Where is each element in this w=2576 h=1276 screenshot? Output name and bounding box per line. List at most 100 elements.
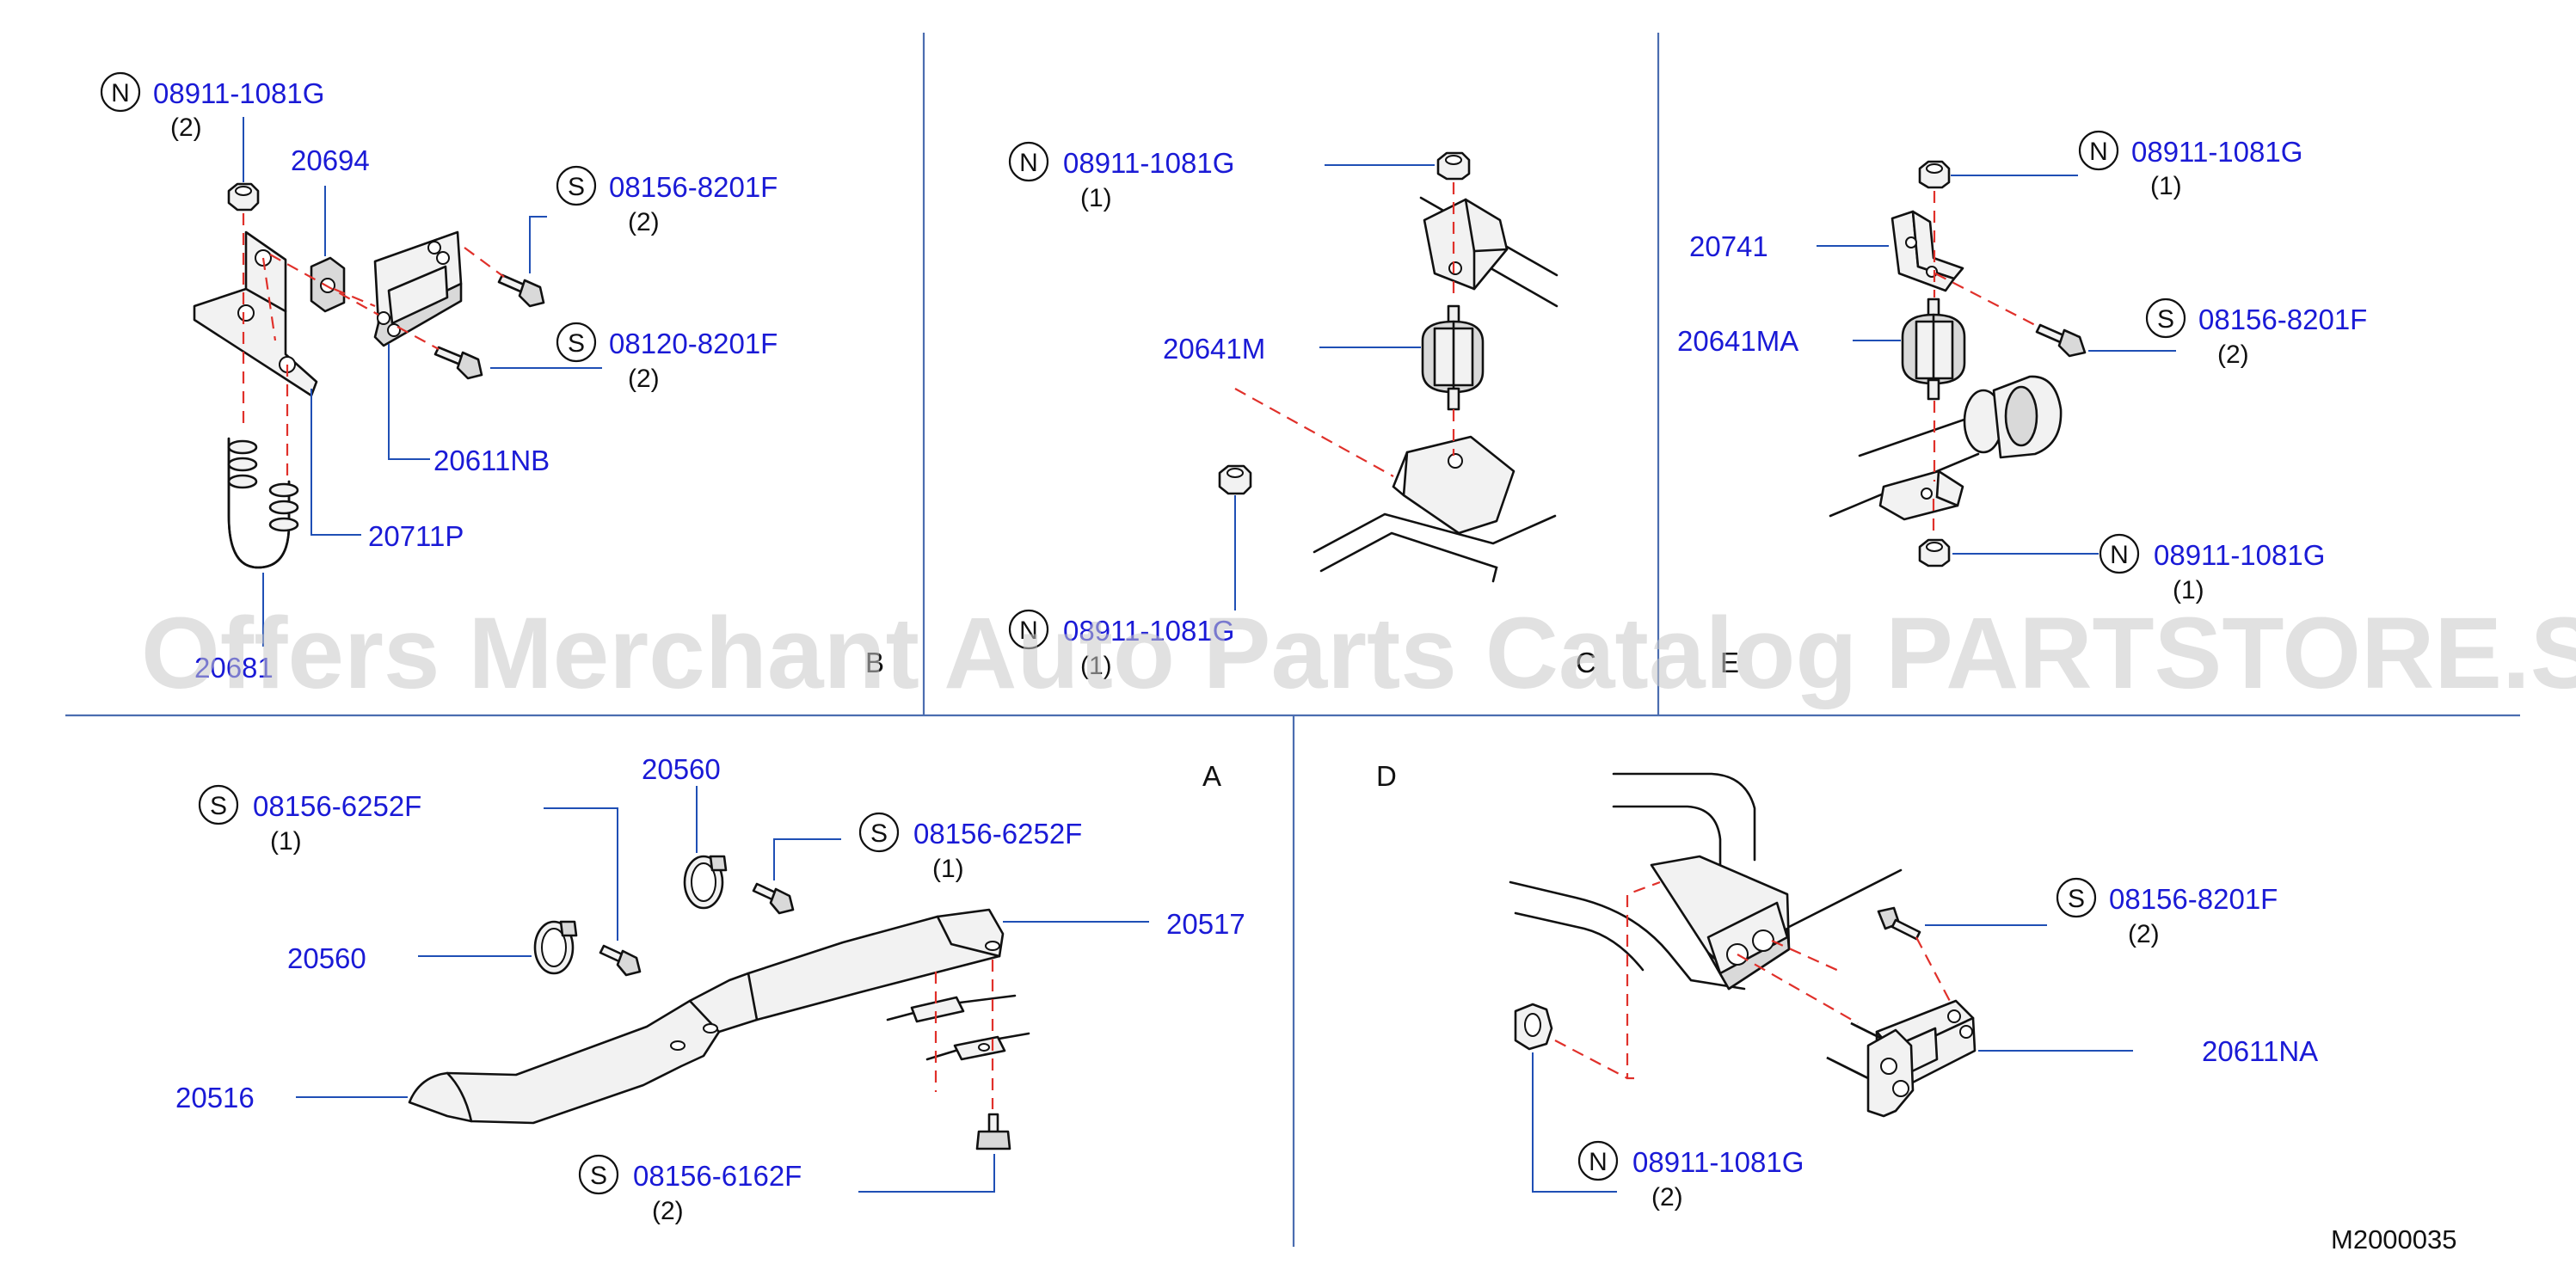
section-c-upper-bracket-icon [1423, 198, 1509, 291]
part-number: 08911-1081G [1632, 1146, 1804, 1178]
callout-b-20681: 20681 [194, 573, 274, 684]
section-a-brackets-icon [886, 994, 1030, 1061]
screw-badge: S [2157, 305, 2174, 334]
section-e-nut-top-icon [1918, 160, 1951, 189]
screw-badge: S [568, 173, 585, 201]
section-a-bolt-left-icon [599, 944, 642, 977]
part-number: 20681 [194, 652, 274, 684]
callout-b-20611nb: 20611NB [388, 344, 550, 476]
callout-b-nut: N 08911-1081G (2) [100, 71, 324, 182]
screw-badge: S [590, 1162, 607, 1190]
section-a-clamp-left-icon [533, 920, 578, 975]
screw-badge: S [568, 329, 585, 358]
part-number: 20641M [1163, 333, 1265, 365]
callout-e-nut-bottom: N 08911-1081G (1) [1952, 533, 2325, 604]
section-c-nut-bottom-icon [1218, 464, 1252, 495]
part-number: 20517 [1166, 908, 1245, 940]
callout-a-screw-left: S 08156-6252F (1) [198, 784, 618, 941]
watermark-text: Offers Merchant Auto Parts Catalog PARTS… [141, 597, 2576, 710]
quantity: (2) [628, 365, 660, 393]
part-number: 20694 [291, 144, 370, 176]
diagram-code: M2000035 [2331, 1224, 2457, 1255]
part-number: 08911-1081G [1063, 147, 1234, 179]
part-number: 20611NA [2202, 1035, 2318, 1067]
part-number: 20611NB [433, 445, 550, 476]
callout-d-nut: N 08911-1081G (2) [1532, 1052, 1804, 1212]
quantity: (2) [628, 208, 660, 236]
part-number: 20560 [642, 753, 721, 785]
nut-badge: N [1019, 149, 1038, 177]
nut-badge: N [1589, 1148, 1608, 1176]
section-label-d: D [1376, 760, 1397, 792]
section-b-drawing [193, 182, 545, 569]
callout-e-20741: 20741 [1689, 230, 1889, 262]
callout-b-screw-upper: S 08156-8201F (2) [529, 165, 778, 273]
section-a-bolt-bottom-icon [975, 1113, 1011, 1150]
section-a-clamp-top-icon [683, 855, 728, 910]
part-number: 08911-1081G [2131, 136, 2302, 168]
section-e-nut-bottom-icon [1918, 538, 1951, 567]
section-a-drawing [408, 855, 1030, 1150]
screw-badge: S [2068, 885, 2085, 913]
callout-b-screw-lower: S 08120-8201F (2) [490, 322, 778, 393]
quantity: (2) [652, 1197, 684, 1225]
callout-a-screw-right: S 08156-6252F (1) [773, 812, 1082, 883]
section-d-drawing [1509, 772, 1977, 1118]
section-c-insulator-20641m-icon [1421, 304, 1485, 411]
quantity: (2) [2217, 340, 2249, 369]
quantity: (1) [2173, 576, 2204, 604]
part-number: 20641MA [1677, 325, 1798, 357]
callout-a-20560-left: 20560 [287, 942, 532, 974]
part-number: 08156-6252F [913, 818, 1082, 850]
section-c-drawing [1218, 151, 1559, 583]
quantity: (1) [270, 827, 302, 856]
part-number: 08156-8201F [2198, 304, 2367, 335]
quantity: (1) [932, 855, 964, 883]
section-label-a: A [1202, 760, 1221, 792]
callout-e-nut-top: N 08911-1081G (1) [1951, 130, 2302, 200]
section-c-lower-bracket-icon [1313, 435, 1557, 583]
callout-e-20641ma: 20641MA [1677, 325, 1901, 357]
screw-badge: S [870, 819, 888, 848]
section-d-frame-bracket-icon [1650, 855, 1791, 991]
callout-a-20516: 20516 [175, 1082, 408, 1113]
callout-a-20517: 20517 [1003, 908, 1245, 940]
quantity: (2) [2128, 920, 2160, 948]
quantity: (1) [1080, 652, 1112, 680]
part-number: 08156-8201F [609, 171, 778, 203]
quantity: (1) [1080, 184, 1112, 212]
callout-a-screw-bottom: S 08156-6162F (2) [578, 1154, 995, 1225]
section-e-bracket-20741-icon [1891, 210, 1964, 292]
callout-d-20611na: 20611NA [1978, 1035, 2318, 1067]
quantity: (1) [2150, 172, 2182, 200]
section-c-nut-top-icon [1436, 151, 1471, 181]
quantity: (2) [170, 113, 202, 142]
callout-c-nut-bottom: N 08911-1081G (1) [1008, 609, 1234, 680]
section-e-drawing [1829, 160, 2087, 567]
part-number: 08156-6252F [253, 790, 421, 822]
section-e-insulator-20641ma-icon [1901, 298, 1966, 401]
section-label-b: B [865, 647, 884, 678]
part-number: 08911-1081G [2154, 539, 2325, 571]
section-b-bolt-upper-icon [497, 273, 545, 308]
nut-badge: N [2110, 541, 2129, 569]
part-number: 08156-8201F [2109, 883, 2278, 915]
section-d-bolt-icon [1877, 906, 1921, 941]
nut-badge: N [111, 79, 130, 107]
section-d-studs-icon [1826, 1021, 1915, 1118]
section-e-muffler-pipe-icon [1829, 375, 2063, 518]
callout-d-screw: S 08156-8201F (2) [1925, 877, 2278, 948]
section-a-heat-insulator-icon [408, 908, 1005, 1125]
section-b-bracket-icon [193, 230, 318, 397]
section-a-bolt-top-icon [752, 882, 795, 915]
section-d-nut-icon [1514, 1003, 1553, 1051]
section-b-clamp-20681-icon [227, 437, 299, 569]
section-label-e: E [1720, 647, 1739, 678]
screw-badge: S [210, 792, 227, 820]
callout-b-20711p: 20711P [310, 389, 464, 552]
section-e-bolt-icon [2035, 323, 2087, 358]
nut-badge: N [2089, 138, 2108, 166]
callout-c-nut-top: N 08911-1081G (1) [1008, 141, 1435, 212]
section-b-nut-icon [227, 182, 260, 212]
callout-e-screw: S 08156-8201F (2) [2088, 298, 2367, 369]
